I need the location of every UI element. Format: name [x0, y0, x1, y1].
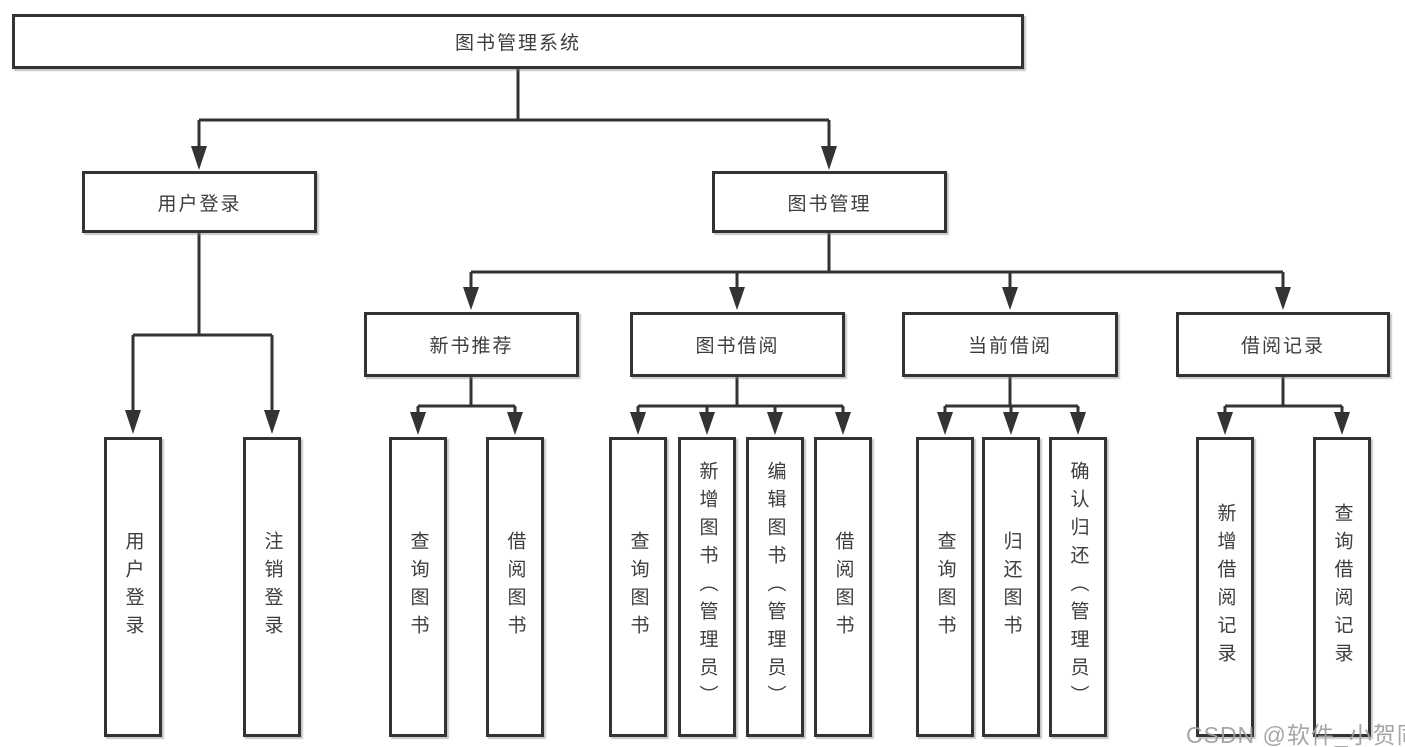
leaf-label: 新增图书（管理员）	[696, 461, 718, 713]
leaf-label: 用户登录	[122, 531, 144, 643]
leaf-current-return-books: 归还图书	[982, 437, 1040, 737]
node-book-management: 图书管理	[712, 171, 947, 233]
node-label: 用户登录	[157, 193, 242, 215]
node-library-management-system: 图书管理系统	[12, 14, 1024, 69]
leaf-current-confirm-return-admin: 确认归还（管理员）	[1049, 437, 1107, 737]
leaf-label: 归还图书	[1000, 531, 1022, 643]
leaf-label: 查询图书	[934, 531, 956, 643]
leaf-borrow-edit-books-admin: 编辑图书（管理员）	[746, 437, 804, 737]
leaf-borrow-query-books: 查询图书	[609, 437, 667, 737]
node-label: 图书管理系统	[454, 33, 581, 54]
leaf-borrow-borrow-books: 借阅图书	[814, 437, 872, 737]
node-label: 图书借阅	[695, 336, 780, 357]
leaf-records-add-borrow-record: 新增借阅记录	[1196, 437, 1254, 737]
leaf-label: 新增借阅记录	[1214, 503, 1236, 671]
node-current-borrow: 当前借阅	[902, 312, 1118, 377]
leaf-label: 查询图书	[407, 531, 429, 643]
node-label: 新书推荐	[429, 336, 514, 357]
leaf-records-query-borrow-record: 查询借阅记录	[1313, 437, 1371, 737]
leaf-label: 编辑图书（管理员）	[764, 461, 786, 713]
node-user-login: 用户登录	[82, 171, 317, 233]
leaf-label: 借阅图书	[832, 531, 854, 643]
leaf-label: 查询借阅记录	[1331, 503, 1353, 671]
leaf-label: 确认归还（管理员）	[1067, 461, 1089, 713]
leaf-user-login: 用户登录	[104, 437, 162, 737]
csdn-watermark: CSDN @软件_小贺同学	[1186, 722, 1405, 747]
leaf-borrow-add-books-admin: 新增图书（管理员）	[678, 437, 736, 737]
node-label: 图书管理	[787, 193, 872, 215]
node-new-book-recommend: 新书推荐	[364, 312, 579, 377]
leaf-current-query-books: 查询图书	[916, 437, 974, 737]
leaf-logout-login: 注销登录	[243, 437, 301, 737]
leaf-newbook-query-books: 查询图书	[389, 437, 447, 737]
node-label: 当前借阅	[967, 336, 1052, 357]
node-borrow-records: 借阅记录	[1176, 312, 1390, 377]
arrowheads	[125, 146, 1350, 435]
leaf-label: 借阅图书	[504, 531, 526, 643]
leaf-label: 注销登录	[261, 531, 283, 643]
leaf-newbook-borrow-books: 借阅图书	[486, 437, 544, 737]
leaf-label: 查询图书	[627, 531, 649, 643]
node-label: 借阅记录	[1240, 336, 1325, 357]
node-book-borrow: 图书借阅	[630, 312, 845, 377]
